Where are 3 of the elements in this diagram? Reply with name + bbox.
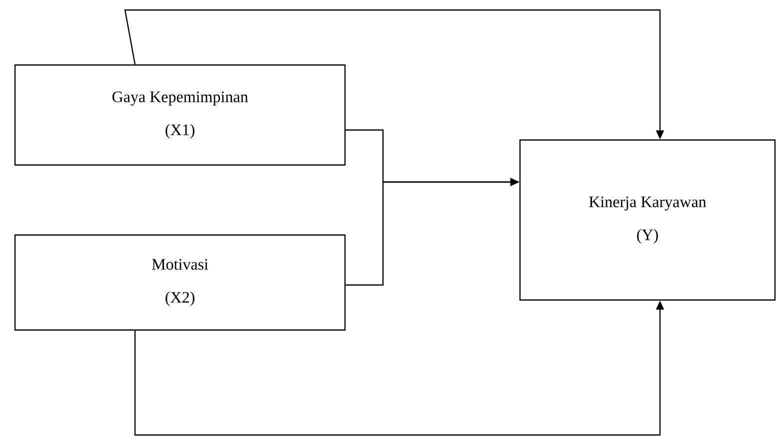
variable-box: Kinerja Karyawan (Y) [519, 139, 776, 301]
variable-box: Gaya Kepemimpinan (X1) [14, 64, 346, 166]
variable-box: Motivasi (X2) [14, 234, 346, 331]
